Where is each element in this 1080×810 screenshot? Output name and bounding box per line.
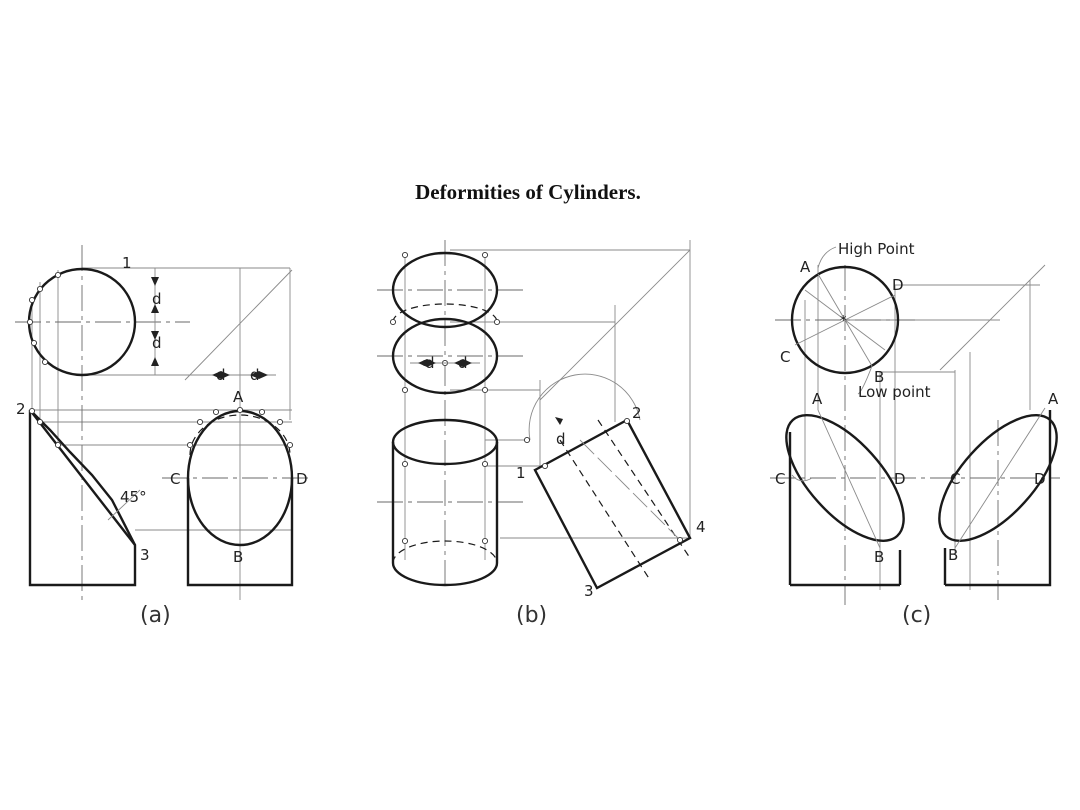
label-1: 1 (122, 254, 132, 272)
dim-label-3: d (458, 354, 468, 372)
low-point-label: Low point (858, 383, 931, 401)
label-a-front: A (812, 390, 823, 408)
label-4: 4 (696, 518, 706, 536)
label-d: D (296, 470, 308, 488)
label-d-top: D (892, 276, 904, 294)
dim-label-4: d (250, 366, 260, 384)
label-c-aux: C (950, 470, 960, 488)
label-b: B (233, 548, 243, 566)
label-2: 2 (632, 404, 642, 422)
label-c-front: C (775, 470, 785, 488)
high-point-label: High Point (838, 240, 915, 258)
label-a: A (233, 388, 244, 406)
panel-a: 1 2 3 A B C D 45° d d d d (a) (15, 245, 312, 628)
label-3: 3 (140, 546, 150, 564)
dim-label-2: d (152, 334, 162, 352)
label-b-aux: B (948, 546, 958, 564)
label-b-front: B (874, 548, 884, 566)
caption-a: (a) (140, 603, 171, 628)
label-d-front: D (894, 470, 906, 488)
angle-label: 45° (120, 488, 147, 506)
label-2: 2 (16, 400, 26, 418)
dim-label-2: d (425, 354, 435, 372)
label-b-top: B (874, 368, 884, 386)
panel-c: * High Point Low point A D C B A C D B A… (770, 240, 1060, 628)
label-d-aux: D (1034, 470, 1046, 488)
dim-label-1: d (152, 290, 162, 308)
svg-text:*: * (840, 314, 847, 329)
label-a-top: A (800, 258, 811, 276)
figure-title: Deformities of Cylinders. (415, 180, 641, 204)
label-c: C (170, 470, 180, 488)
caption-b: (b) (516, 603, 547, 628)
label-1: 1 (516, 464, 526, 482)
dim-label-3: d (216, 366, 226, 384)
label-a-aux: A (1048, 390, 1059, 408)
label-c-top: C (780, 348, 790, 366)
dim-label-1: d (556, 430, 566, 448)
caption-c: (c) (902, 603, 931, 628)
label-3: 3 (584, 582, 594, 600)
panel-b: 1 2 3 4 d d d (b) (377, 240, 706, 628)
